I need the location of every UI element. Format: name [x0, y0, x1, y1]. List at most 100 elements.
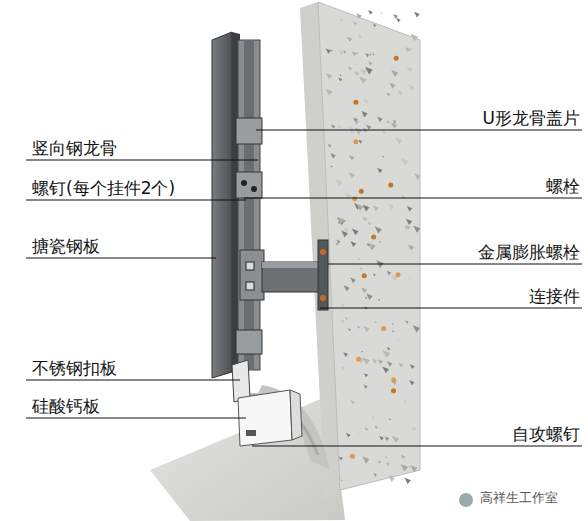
aggregate: [372, 53, 375, 56]
aggregate: [413, 325, 420, 332]
aggregate: [365, 53, 369, 57]
rebar-dot: [388, 183, 393, 188]
vertical-steel-keel: [238, 40, 260, 370]
aggregate: [413, 225, 420, 232]
aggregate: [349, 172, 355, 178]
aggregate: [387, 361, 392, 366]
aggregate: [380, 12, 383, 15]
aggregate: [365, 67, 373, 75]
aggregate: [361, 351, 363, 353]
aggregate: [398, 363, 403, 368]
aggregate: [410, 364, 415, 369]
aggregate: [389, 83, 395, 89]
aggregate: [331, 125, 335, 129]
rebar-dot: [353, 100, 358, 105]
concrete-texture: [326, 10, 421, 484]
aggregate: [379, 240, 382, 243]
aggregate: [374, 321, 377, 324]
rebar-dot: [359, 189, 364, 194]
aggregate: [341, 366, 345, 370]
part-label: 搪瓷钢板: [30, 236, 102, 256]
hanger: [236, 330, 262, 354]
aggregate: [336, 240, 340, 244]
aggregate: [414, 12, 420, 18]
aggregate: [343, 285, 349, 291]
aggregate: [401, 464, 409, 472]
aggregate: [379, 436, 384, 441]
aggregate: [341, 479, 343, 481]
bolt: [246, 282, 254, 290]
aggregate: [362, 456, 369, 463]
aggregate: [361, 287, 367, 293]
aggregate: [397, 90, 402, 95]
leader-line: [26, 418, 246, 419]
aggregate: [350, 241, 356, 247]
aggregate: [388, 204, 394, 210]
part-label: 螺钉(每个挂件2个): [30, 178, 177, 198]
aggregate: [392, 323, 394, 325]
aggregate: [382, 130, 387, 135]
aggregate: [392, 436, 399, 443]
aggregate: [363, 205, 370, 212]
aggregate: [382, 156, 384, 158]
aggregate: [410, 34, 418, 42]
aggregate: [353, 118, 357, 122]
aggregate: [365, 428, 368, 431]
calcium-silicate-board: [238, 390, 292, 446]
aggregate: [364, 373, 368, 377]
aggregate: [368, 222, 372, 226]
aggregate: [326, 89, 333, 96]
aggregate: [374, 473, 377, 476]
aggregate: [408, 244, 414, 250]
expansion-bolt: [320, 295, 326, 301]
aggregate: [373, 24, 377, 28]
keel-channel: [244, 40, 254, 370]
aggregate: [356, 52, 358, 54]
aggregate: [393, 14, 398, 19]
part-label: 连接件: [527, 286, 582, 306]
anchor-plate: [318, 240, 328, 310]
aggregate: [387, 120, 390, 123]
aggregate: [354, 71, 359, 76]
aggregate: [343, 50, 346, 53]
aggregate: [385, 437, 389, 441]
stainless-cover-plate: [232, 360, 250, 402]
hanger: [236, 172, 262, 198]
aggregate: [335, 179, 342, 186]
aggregate: [327, 143, 332, 148]
aggregate: [352, 229, 359, 236]
aggregate: [383, 350, 391, 358]
aggregate: [397, 339, 400, 342]
leader-line: [252, 446, 582, 447]
aggregate: [340, 74, 342, 76]
part-label: 硅酸钙板: [30, 396, 102, 416]
aggregate: [386, 462, 390, 466]
aggregate: [370, 54, 372, 56]
aggregate: [408, 465, 411, 468]
aggregate: [359, 77, 367, 85]
aggregate: [382, 367, 389, 374]
screw: [241, 180, 247, 186]
leader-line: [26, 200, 246, 201]
aggregate: [352, 51, 357, 56]
aggregate: [357, 326, 360, 329]
leader-lines: [26, 130, 582, 446]
aggregate: [338, 78, 342, 82]
aggregate: [360, 68, 367, 75]
aggregate: [375, 226, 382, 233]
aggregate: [349, 155, 354, 160]
aggregate: [391, 70, 398, 77]
aggregate: [343, 352, 348, 357]
board-side: [290, 390, 302, 440]
aggregate: [404, 400, 407, 403]
aggregate: [409, 278, 411, 280]
expansion-bolt: [320, 249, 326, 255]
aggregate: [353, 21, 357, 25]
watermark-icon: [459, 493, 473, 507]
part-label: 竖向钢龙骨: [30, 138, 119, 158]
screw: [251, 186, 257, 192]
aggregate: [360, 267, 363, 270]
aggregate: [389, 418, 391, 420]
aggregate: [366, 293, 373, 300]
aggregate: [385, 456, 388, 459]
